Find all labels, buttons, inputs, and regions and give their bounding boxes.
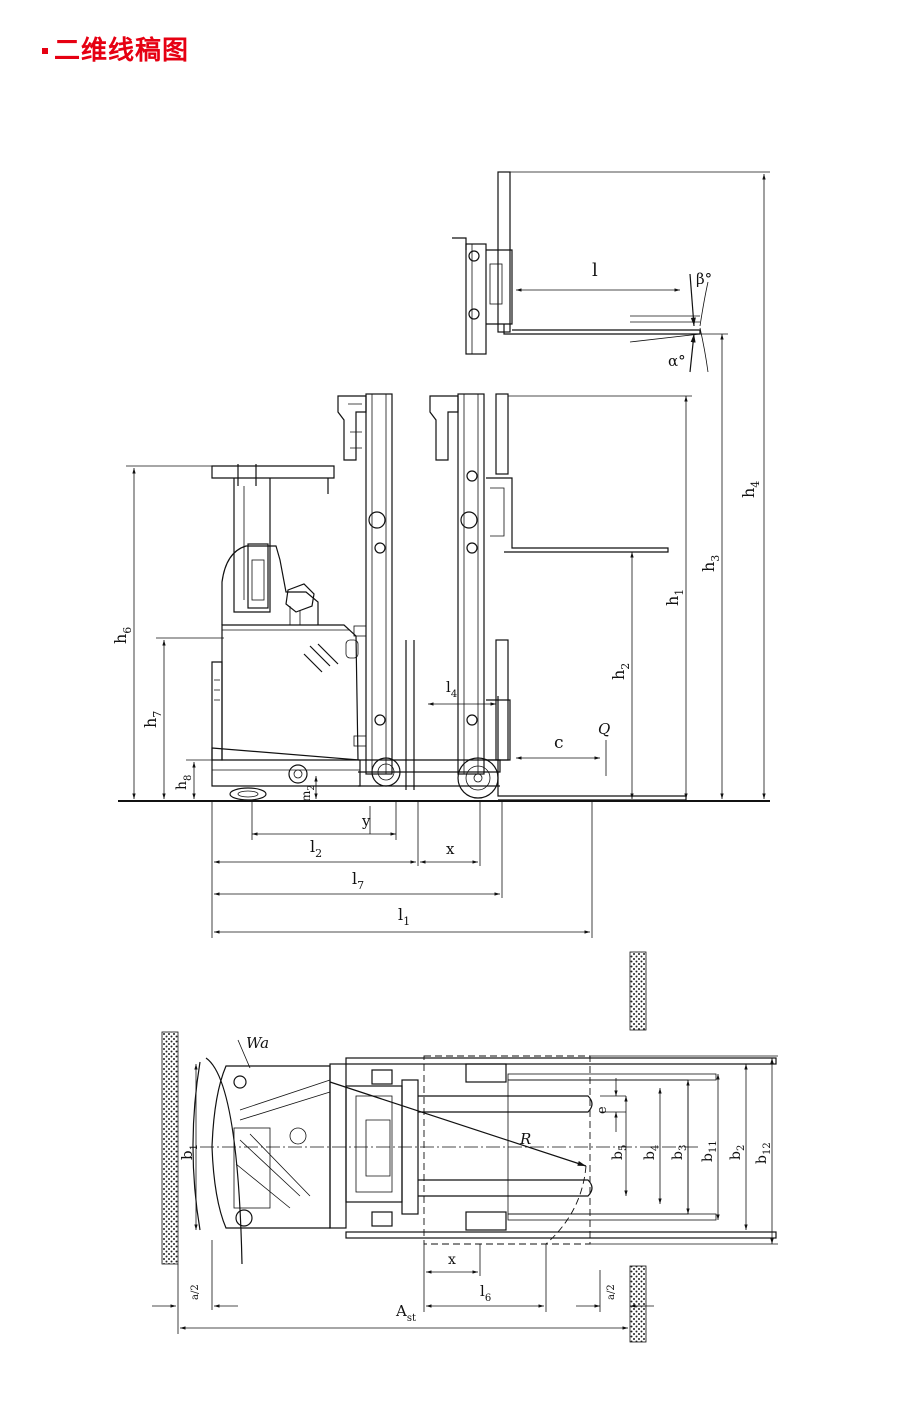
pallet-outline	[423, 1055, 591, 1245]
operator-compartment	[221, 543, 319, 625]
wall-right-bottom	[629, 1265, 647, 1343]
tilt-angle-markers	[689, 273, 709, 373]
dim-label-b5: b5	[610, 1145, 629, 1160]
section-title: 二维线稿图	[54, 36, 190, 66]
top-view: Wa R b1 e b5 b4 b3 b11 b2 b12	[152, 951, 778, 1343]
dim-label-e: e	[595, 1106, 610, 1114]
dim-label-a2-left: a/2	[190, 1284, 201, 1300]
wall-right-top	[629, 951, 647, 1031]
aisle-dimensions	[152, 1240, 654, 1334]
wall-left	[161, 1031, 179, 1265]
dim-label-h8: h8	[174, 775, 194, 790]
chassis-body	[211, 624, 361, 787]
length-dimensions	[211, 800, 593, 938]
dim-label-h3: h3	[699, 555, 722, 572]
drive-wheel	[229, 787, 267, 801]
width-dimensions: e	[590, 1055, 778, 1245]
dim-label-h6: h6	[111, 627, 134, 644]
dim-label-b3: b3	[670, 1145, 689, 1160]
dim-label-h7: h7	[141, 711, 164, 728]
dim-label-b4: b4	[642, 1145, 661, 1160]
left-height-dimensions	[126, 465, 224, 799]
dim-label-l2: l2	[310, 837, 322, 860]
dim-label-x-top: x	[448, 1252, 456, 1268]
dim-label-h1: h1	[663, 589, 686, 606]
dim-label-R: R	[519, 1130, 531, 1148]
dim-label-l6: l6	[480, 1282, 491, 1304]
side-view: l β° α° h4 h3 h1 h2 h6 h7 h8 l4	[111, 171, 770, 938]
dim-label-b2: b2	[728, 1145, 747, 1160]
mast-reach-position	[429, 393, 687, 801]
dim-label-Wa: Wa	[246, 1034, 269, 1052]
dim-label-l: l	[592, 260, 598, 281]
dim-label-l4: l4	[446, 678, 457, 700]
bullet-icon	[42, 47, 48, 54]
dim-label-m2: m2	[299, 785, 317, 802]
section-header: 二维线稿图	[42, 30, 189, 67]
top-chassis	[211, 1065, 331, 1229]
dim-label-b12: b12	[754, 1142, 773, 1164]
dim-label-l7: l7	[352, 869, 364, 892]
dim-label-x-side: x	[446, 840, 455, 858]
overhead-guard	[211, 464, 335, 613]
dim-label-l1: l1	[398, 905, 410, 928]
dim-label-a2-right: a/2	[606, 1284, 617, 1300]
dim-label-b1: b1	[178, 1144, 200, 1160]
height-dimensions	[508, 174, 766, 799]
dim-label-Q: Q	[598, 720, 610, 738]
dim-label-h2: h2	[609, 663, 632, 680]
dim-label-b11: b11	[700, 1140, 719, 1162]
mast-retracted	[337, 393, 393, 775]
dim-label-c: c	[554, 733, 564, 753]
dim-label-Ast: Ast	[395, 1302, 416, 1324]
dim-label-alpha: α°	[668, 352, 686, 370]
mast-full-lift	[452, 171, 770, 355]
dim-label-beta: β°	[696, 270, 712, 288]
dim-label-y: y	[361, 812, 371, 830]
dim-label-h4: h4	[739, 481, 762, 498]
